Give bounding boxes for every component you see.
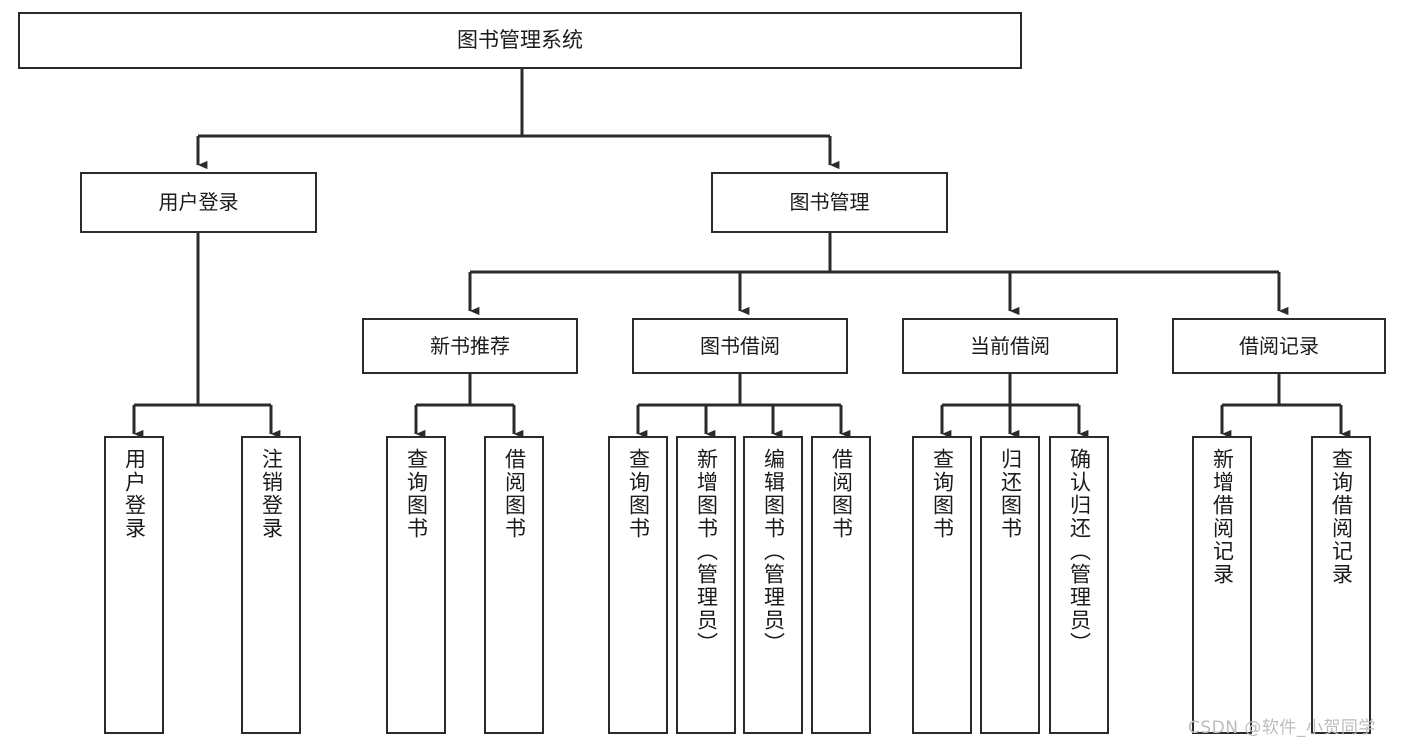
leaf-query-books-borrow[interactable]: 查询图书 <box>608 436 668 734</box>
node-label: 借阅图书 <box>829 448 854 540</box>
node-label: 图书管理系统 <box>457 27 583 52</box>
leaf-query-books-recommend[interactable]: 查询图书 <box>386 436 446 734</box>
leaf-logout[interactable]: 注销登录 <box>241 436 301 734</box>
node-label: 图书借阅 <box>700 333 780 358</box>
node-label: 借阅图书 <box>502 448 527 540</box>
node-borrowing-records[interactable]: 借阅记录 <box>1172 318 1386 374</box>
node-label: 查询图书 <box>930 448 955 540</box>
leaf-borrow-books-recommend[interactable]: 借阅图书 <box>484 436 544 734</box>
edges-current-borrow-to-leaves <box>940 374 1089 439</box>
leaf-borrow-books[interactable]: 借阅图书 <box>811 436 871 734</box>
leaf-confirm-return-admin[interactable]: 确认归还（管理员） <box>1049 436 1109 734</box>
node-label: 当前借阅 <box>970 333 1050 358</box>
node-label: 查询借阅记录 <box>1329 448 1354 586</box>
node-label: 新增借阅记录 <box>1210 448 1235 586</box>
leaf-add-book-admin[interactable]: 新增图书（管理员） <box>676 436 736 734</box>
node-label: 借阅记录 <box>1239 333 1319 358</box>
leaf-query-books-current[interactable]: 查询图书 <box>912 436 972 734</box>
edges-book-management-to-level3 <box>468 233 1289 316</box>
node-root-library-system[interactable]: 图书管理系统 <box>18 12 1022 69</box>
csdn-watermark: CSDN @软件_小贺同学 <box>1188 718 1376 738</box>
node-label: 确认归还（管理员） <box>1067 448 1092 655</box>
leaf-edit-book-admin[interactable]: 编辑图书（管理员） <box>743 436 803 734</box>
node-label: 归还图书 <box>998 448 1023 540</box>
edges-borrow-record-to-leaves <box>1220 374 1351 439</box>
node-label: 注销登录 <box>259 448 284 540</box>
node-label: 查询图书 <box>626 448 651 540</box>
node-label: 编辑图书（管理员） <box>761 448 786 655</box>
edges-user-login-to-leaves <box>132 233 281 439</box>
node-label: 用户登录 <box>122 448 147 540</box>
node-user-login[interactable]: 用户登录 <box>80 172 317 233</box>
node-label: 新书推荐 <box>430 333 510 358</box>
edges-book-borrow-to-leaves <box>636 374 851 439</box>
edges-root-to-level2 <box>196 69 840 170</box>
leaf-user-login[interactable]: 用户登录 <box>104 436 164 734</box>
edges-new-book-recommend-to-leaves <box>414 374 524 439</box>
node-label: 图书管理 <box>789 190 870 215</box>
node-label: 查询图书 <box>404 448 429 540</box>
node-current-borrowing[interactable]: 当前借阅 <box>902 318 1118 374</box>
leaf-return-books[interactable]: 归还图书 <box>980 436 1040 734</box>
node-book-borrowing[interactable]: 图书借阅 <box>632 318 848 374</box>
leaf-query-borrow-record[interactable]: 查询借阅记录 <box>1311 436 1371 734</box>
node-label: 用户登录 <box>158 190 239 215</box>
node-new-book-recommendation[interactable]: 新书推荐 <box>362 318 578 374</box>
node-label: 新增图书（管理员） <box>694 448 719 655</box>
leaf-add-borrow-record[interactable]: 新增借阅记录 <box>1192 436 1252 734</box>
node-book-management[interactable]: 图书管理 <box>711 172 948 233</box>
